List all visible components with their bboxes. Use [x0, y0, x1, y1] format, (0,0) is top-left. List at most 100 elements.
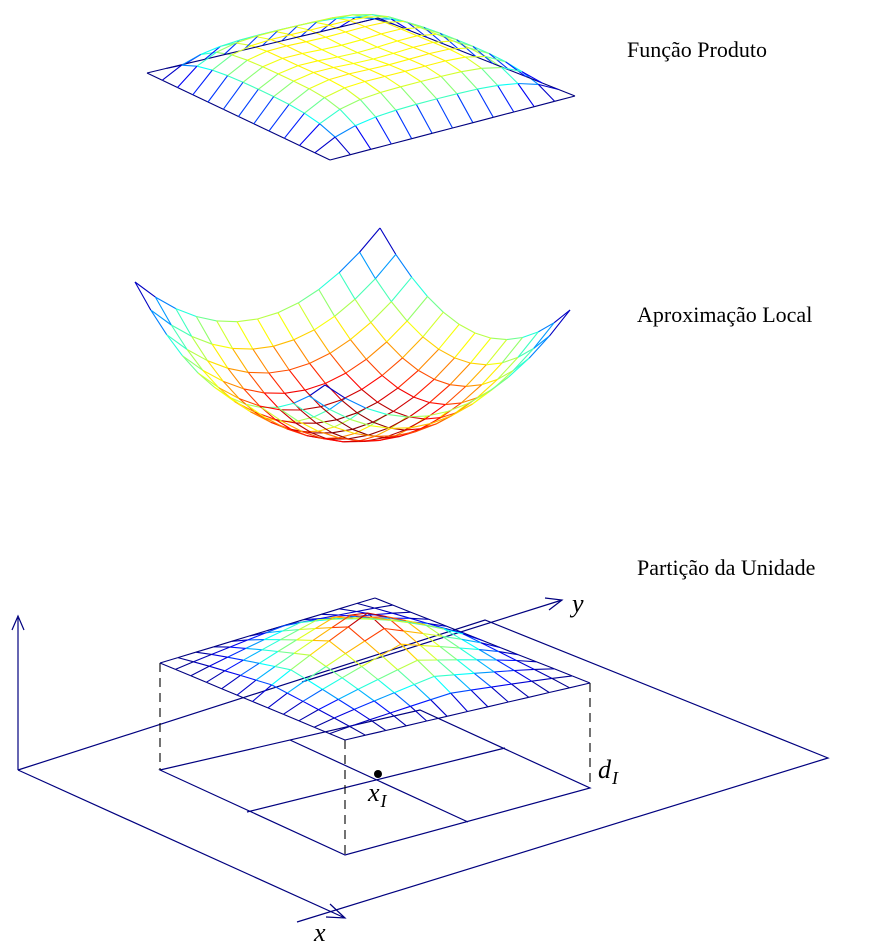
pou-edge-32	[322, 688, 339, 700]
label-axis-x: x	[313, 918, 326, 943]
pou-edge-152	[518, 654, 537, 663]
prod-edge-241	[273, 80, 294, 98]
prod-edge-79	[373, 58, 390, 66]
prod-edge-287	[521, 71, 543, 84]
approx-edge-190	[370, 301, 392, 323]
approx-edge-216	[213, 386, 235, 402]
prod-edge-311	[554, 95, 576, 102]
prod-edge-231	[297, 60, 318, 67]
approx-edge-195	[243, 388, 265, 394]
approx-edge-148	[442, 311, 460, 325]
approx-edge-141	[501, 356, 519, 364]
approx-edge-27	[222, 381, 240, 399]
support-rectangle	[158, 709, 592, 856]
prod-edge-268	[364, 75, 386, 83]
prod-edge-40	[266, 50, 283, 59]
pou-edge-120	[339, 608, 357, 613]
prod-edge-47	[375, 116, 392, 145]
approx-edge-281	[395, 431, 416, 437]
approx-edge-184	[248, 371, 269, 374]
prod-edge-89	[361, 39, 378, 48]
prod-edge-9	[284, 137, 300, 146]
prod-edge-240	[253, 96, 275, 125]
approx-edge-199	[325, 372, 347, 384]
prod-edge-105	[444, 60, 462, 73]
pou-edge-129	[496, 659, 515, 671]
prod-edge-150	[476, 56, 494, 65]
pou-edge-8	[283, 713, 300, 722]
pou-edge-171	[229, 639, 249, 648]
approx-edge-251	[469, 337, 492, 364]
prod-edge-161	[243, 44, 263, 51]
approx-edge-62	[268, 372, 286, 394]
prod-edge-88	[345, 31, 362, 41]
prod-edge-249	[433, 40, 454, 43]
pou-edge-295	[470, 686, 492, 691]
prod-edge-254	[308, 79, 330, 90]
pou-edge-169	[193, 653, 212, 663]
approx-edge-260	[424, 404, 446, 420]
approx-edge-207	[259, 405, 281, 411]
prod-edge-10	[299, 145, 316, 154]
base-plane-outline	[17, 619, 830, 923]
approx-edge-294	[431, 414, 453, 424]
approx-edge-267	[338, 437, 360, 442]
prod-edge-162	[262, 40, 282, 47]
approx-edge-122	[370, 322, 388, 343]
pou-edge-70	[413, 684, 431, 701]
pou-edge-221	[331, 614, 352, 629]
pou-edge-228	[252, 684, 273, 702]
prod-edge-29	[262, 66, 279, 75]
pou-edge-1	[175, 668, 192, 677]
prod-edge-289	[334, 125, 356, 138]
approx-edge-45	[338, 432, 355, 439]
prod-edge-290	[355, 116, 376, 127]
approx-edge-132	[359, 251, 376, 279]
pou-edge-305	[446, 710, 468, 717]
prod-edge-271	[424, 60, 446, 67]
prod-edge-219	[282, 52, 303, 59]
pou-edge-300	[344, 734, 366, 741]
approx-edge-185	[268, 369, 290, 374]
approx-edge-268	[359, 439, 380, 442]
approx-edge-154	[538, 322, 555, 333]
pou-edge-283	[454, 672, 475, 676]
pou-edge-182	[227, 647, 247, 658]
pou-edge-231	[309, 640, 330, 656]
prod-edge-60	[242, 34, 260, 51]
pou-edge-24	[195, 651, 212, 655]
approx-edge-108	[318, 289, 336, 317]
prod-edge-307	[472, 116, 494, 124]
pou-edge-30	[290, 669, 307, 680]
prod-edge-2	[177, 87, 194, 96]
prod-edge-148	[443, 43, 461, 52]
prod-edge-285	[481, 67, 502, 69]
prod-edge-83	[436, 98, 453, 129]
approx-edge-228	[229, 397, 251, 413]
approx-edge-304	[406, 415, 428, 418]
pou-edge-170	[211, 646, 231, 655]
approx-edge-146	[411, 276, 428, 297]
pou-edge-274	[496, 659, 517, 662]
pou-edge-68	[380, 654, 399, 671]
approx-edge-237	[413, 378, 435, 398]
prod-edge-18	[258, 88, 274, 98]
prod-edge-164	[300, 31, 321, 37]
pou-edge-5	[236, 694, 253, 703]
prod-edge-155	[558, 88, 576, 97]
approx-edge-197	[284, 389, 306, 394]
pou-edge-288	[329, 725, 350, 735]
pou-edge-131	[531, 680, 550, 693]
pou-edge-301	[365, 729, 386, 736]
prod-edge-87	[329, 24, 346, 33]
pou-edge-90	[386, 616, 404, 632]
prod-edge-54	[317, 60, 334, 69]
prod-edge-246	[373, 52, 394, 60]
x-axis-arrow	[325, 903, 347, 919]
prod-edge-72	[262, 29, 279, 46]
pou-edge-52	[296, 639, 313, 641]
approx-edge-198	[304, 382, 326, 391]
label-support-d: dI	[598, 755, 619, 788]
approx-edge-129	[481, 378, 498, 386]
pou-edge-163	[285, 619, 304, 626]
